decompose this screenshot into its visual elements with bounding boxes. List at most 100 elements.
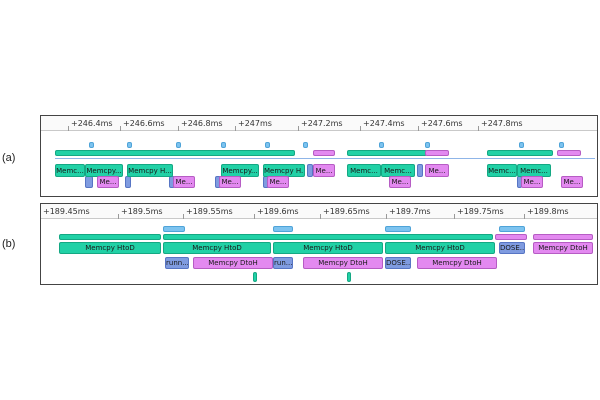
time-tick-mark	[254, 214, 255, 219]
trace-span-marker[interactable]	[176, 142, 181, 148]
trace-event-label: run...	[274, 259, 293, 267]
time-tick-mark	[178, 126, 179, 131]
trace-span-marker[interactable]	[557, 150, 581, 156]
trace-event-label: Memcpy H...	[128, 166, 172, 175]
trace-event-block[interactable]: Memcpy HtoD	[163, 242, 271, 254]
trace-span-marker[interactable]	[519, 142, 524, 148]
trace-event-block[interactable]: Memc...	[55, 164, 85, 177]
trace-event-block[interactable]: Memc...	[487, 164, 517, 177]
trace-event-block[interactable]: Me...	[389, 176, 411, 188]
trace-event-label: Me...	[428, 166, 446, 175]
trace-event-label: Memc...	[350, 166, 378, 175]
time-tick-label: +189.5ms	[121, 207, 163, 216]
trace-event-block[interactable]: Memcpy DtoH	[193, 257, 273, 269]
trace-event-block[interactable]: Me...	[313, 164, 335, 177]
trace-event-block[interactable]: Memcpy DtoH	[417, 257, 497, 269]
trace-event-block[interactable]: DOSE...	[385, 257, 411, 269]
trace-event-block[interactable]: Me...	[219, 176, 241, 188]
time-tick-mark	[298, 126, 299, 131]
time-ruler-b[interactable]: +189.45ms +189.5ms +189.55ms +189.6ms +189.6…	[41, 204, 597, 219]
trace-event-block[interactable]: Me...	[173, 176, 195, 188]
trace-event-block[interactable]: Memcpy DtoH	[303, 257, 383, 269]
trace-event-block[interactable]: Me...	[521, 176, 543, 188]
time-tick-label: +247.2ms	[301, 119, 343, 128]
trace-span-marker[interactable]	[425, 142, 430, 148]
trace-event-block[interactable]: Memcpy H...	[127, 164, 173, 177]
trace-span-marker[interactable]	[303, 142, 308, 148]
time-tick-label: +247.8ms	[481, 119, 523, 128]
trace-event-label: Me...	[99, 178, 117, 186]
trace-event-block[interactable]: Memcpy HtoD	[59, 242, 161, 254]
trace-span-marker[interactable]	[495, 234, 527, 240]
trace-event-label: Memcpy HtoD	[303, 244, 353, 252]
trace-event-label: Memcpy DtoH	[318, 259, 368, 267]
trace-event-block[interactable]: Me...	[425, 164, 449, 177]
time-tick-label: +189.7ms	[389, 207, 431, 216]
trace-span-marker[interactable]	[89, 142, 94, 148]
time-tick-label: +189.65ms	[323, 207, 370, 216]
trace-event-label: Memcpy HtoD	[85, 244, 135, 252]
trace-event-label: Memcpy DtoH	[538, 244, 588, 252]
time-tick-mark	[360, 126, 361, 131]
time-tick-label: +189.45ms	[43, 207, 90, 216]
trace-span-marker[interactable]	[313, 150, 335, 156]
trace-span-marker[interactable]	[499, 226, 525, 232]
trace-event-block[interactable]: Me...	[561, 176, 583, 188]
trace-event-label: Memcpy...	[222, 166, 258, 175]
trace-span-marker[interactable]	[125, 176, 131, 188]
trace-span-marker[interactable]	[385, 226, 411, 232]
trace-event-label: Me...	[221, 178, 239, 186]
time-tick-label: +247ms	[238, 119, 272, 128]
trace-span-marker[interactable]	[425, 150, 449, 156]
trace-event-label: Me...	[269, 178, 287, 186]
trace-event-block[interactable]: Memc...	[347, 164, 381, 177]
trace-span-marker[interactable]	[307, 164, 313, 177]
trace-span-marker[interactable]	[163, 234, 493, 240]
trace-event-block[interactable]: runn...	[165, 257, 189, 269]
time-tick-mark	[183, 214, 184, 219]
trace-span-marker[interactable]	[379, 142, 384, 148]
trace-event-block[interactable]: Memcpy HtoD	[273, 242, 383, 254]
trace-event-label: Me...	[563, 178, 581, 186]
timeline-panel-b[interactable]: +189.45ms +189.5ms +189.55ms +189.6ms +189.6…	[40, 203, 598, 285]
trace-span-marker[interactable]	[221, 142, 226, 148]
trace-event-block[interactable]: Memcpy HtoD	[385, 242, 495, 254]
time-tick-label: +189.55ms	[186, 207, 233, 216]
trace-event-block[interactable]: Me...	[267, 176, 289, 188]
trace-span-marker[interactable]	[273, 226, 293, 232]
trace-span-marker[interactable]	[127, 142, 132, 148]
trace-event-block[interactable]: Memcpy DtoH	[533, 242, 593, 254]
time-tick-mark	[320, 214, 321, 219]
time-tick-mark	[454, 214, 455, 219]
timeline-panel-a[interactable]: +246.4ms+246.6ms+246.8ms+247ms+247.2ms+2…	[40, 115, 598, 197]
trace-span-marker[interactable]	[347, 150, 427, 156]
trace-event-label: Memcpy HtoD	[415, 244, 465, 252]
trace-event-block[interactable]: Me...	[97, 176, 119, 188]
trace-span-marker[interactable]	[533, 234, 593, 240]
time-tick-mark	[118, 214, 119, 219]
trace-event-label: Memcpy DtoH	[208, 259, 258, 267]
trace-span-marker[interactable]	[55, 150, 295, 156]
trace-span-marker[interactable]	[487, 150, 553, 156]
trace-span-marker[interactable]	[85, 176, 93, 188]
trace-event-block[interactable]: run...	[273, 257, 293, 269]
time-tick-mark	[235, 126, 236, 131]
trace-event-label: Me...	[391, 178, 409, 186]
trace-span-marker[interactable]	[559, 142, 564, 148]
trace-event-label: Memcpy DtoH	[432, 259, 482, 267]
trace-span-marker[interactable]	[59, 234, 161, 240]
trace-span-marker[interactable]	[253, 272, 257, 282]
lane-divider	[55, 158, 595, 159]
trace-span-marker[interactable]	[417, 164, 423, 177]
time-tick-label: +189.6ms	[257, 207, 299, 216]
trace-event-block[interactable]: DOSE...	[499, 242, 525, 254]
trace-span-marker[interactable]	[347, 272, 351, 282]
time-tick-label: +247.6ms	[421, 119, 463, 128]
time-ruler-a[interactable]: +246.4ms+246.6ms+246.8ms+247ms+247.2ms+2…	[41, 116, 597, 131]
time-tick-label: +247.4ms	[363, 119, 405, 128]
time-tick-label: +189.75ms	[457, 207, 504, 216]
trace-span-marker[interactable]	[265, 142, 270, 148]
time-tick-label: +189.8ms	[527, 207, 569, 216]
time-tick-mark	[40, 214, 41, 219]
trace-span-marker[interactable]	[163, 226, 185, 232]
